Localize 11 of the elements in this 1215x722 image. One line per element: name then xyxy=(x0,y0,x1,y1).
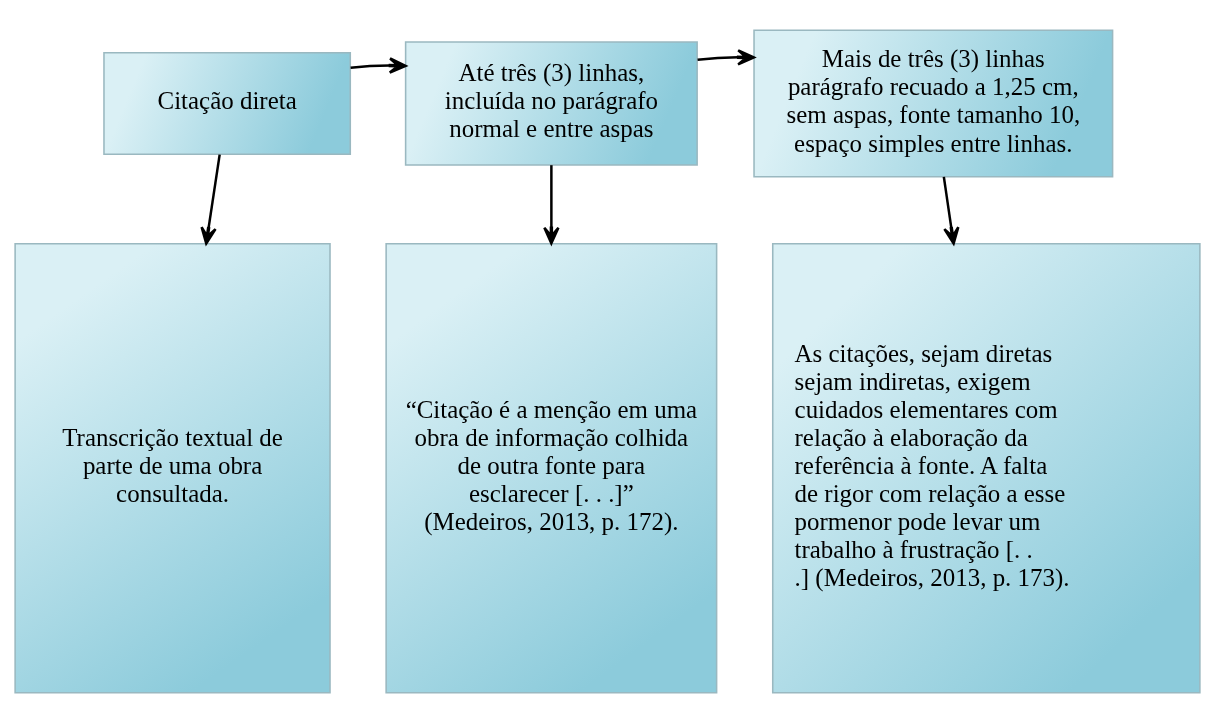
arrow xyxy=(697,48,755,66)
arrow xyxy=(350,56,407,74)
arrow xyxy=(200,153,221,245)
node-box: Transcrição textual de parte de uma obra consultada. xyxy=(14,242,331,694)
arrow xyxy=(543,164,560,245)
node-box: As citações, sejam diretas sejam indiretas, exigem cuidados elementares com relação à elaboração da referência à fonte. A falta de rigor com relação a esse pormenor pode levar um trabalho à frustração [. . .] (Medeiros, 2013, p. 173). xyxy=(771,242,1201,694)
node-box: “Citação é a menção em uma obra de informação colhida de outra fonte para esclarecer [. . .]” (Medeiros, 2013, p. 172). xyxy=(385,242,718,694)
node-box: Citação direta xyxy=(103,51,352,155)
node-box: Mais de três (3) linhas parágrafo recuado a 1,25 cm, sem aspas, fonte tamanho 10, espaço simples entre linhas. xyxy=(753,28,1114,178)
arrow xyxy=(942,176,960,245)
node-box: Até três (3) linhas, incluída no parágrafo normal e entre aspas xyxy=(404,40,698,166)
